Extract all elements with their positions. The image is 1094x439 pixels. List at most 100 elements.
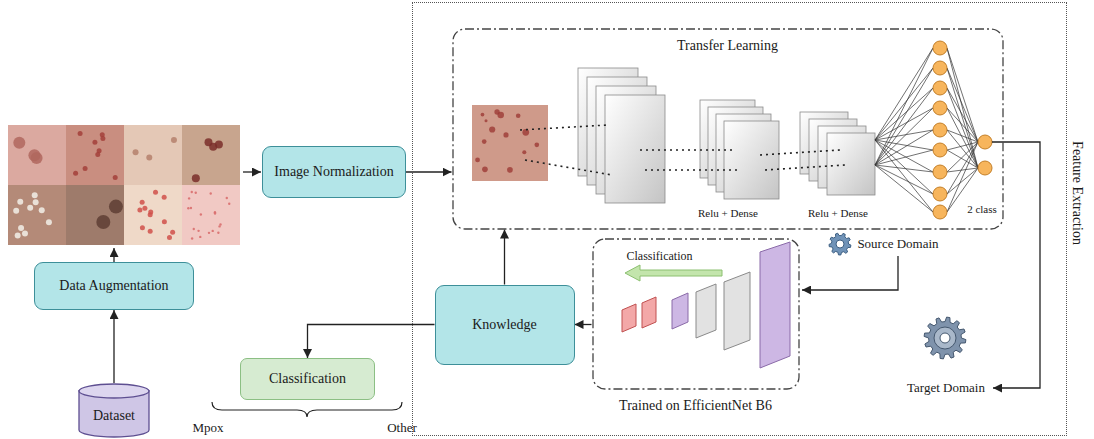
neuron-link — [875, 88, 933, 140]
lesion-spot — [171, 137, 177, 143]
illustration — [8, 41, 1040, 417]
gear-hole — [836, 240, 844, 248]
lesion-spot — [187, 207, 189, 209]
network-layer — [696, 284, 716, 338]
process-box: Data Augmentation — [34, 262, 194, 310]
neuron — [933, 41, 947, 55]
feature-map — [724, 121, 779, 199]
curly-brace — [212, 402, 402, 417]
lesion-spot — [199, 236, 201, 238]
neuron — [933, 123, 947, 137]
neuron-link — [947, 142, 978, 194]
lesion-spot — [516, 113, 521, 118]
storage-cylinder: Dataset — [78, 383, 150, 437]
direction-arrow — [625, 265, 722, 281]
lesion-spot — [148, 210, 153, 215]
skin-photo — [8, 185, 66, 245]
class-label: Other — [387, 420, 417, 436]
lesion-spot — [507, 167, 513, 173]
lesion-spot — [475, 158, 480, 163]
lesion-spot — [39, 207, 45, 213]
lesion-spot — [27, 205, 33, 211]
flow-connector — [504, 230, 505, 285]
node-text: Image Normalization — [274, 164, 393, 180]
dotted-link — [760, 150, 840, 155]
feature-map — [827, 133, 875, 195]
neuron — [933, 81, 947, 95]
dashdot-frame — [593, 239, 799, 389]
skin-photo — [182, 125, 240, 185]
domain-label: Target Domain — [907, 380, 985, 396]
lesion-spot — [17, 199, 23, 205]
network-layer — [760, 242, 790, 368]
network-layer — [672, 293, 688, 329]
lesion-spot — [15, 232, 21, 238]
lesion-spot — [100, 136, 105, 141]
lesion-spot — [217, 232, 219, 234]
node-text: Dataset — [93, 408, 135, 424]
lesion-spot — [18, 225, 24, 231]
lesion-spot — [208, 232, 210, 234]
neuron-link — [875, 88, 933, 165]
lesion-spot — [489, 126, 495, 132]
layer-label: Relu + Dense — [808, 207, 868, 219]
lesion-spot — [522, 150, 526, 154]
dotted-link — [640, 149, 735, 151]
lesion-spot — [167, 235, 172, 240]
neuron-link — [947, 108, 978, 168]
flow-connector — [308, 325, 435, 359]
lesion-spot — [113, 175, 118, 180]
neuron-link — [947, 88, 978, 142]
neuron-link — [947, 142, 978, 150]
lesion-spot — [226, 197, 228, 199]
node-text: Knowledge — [472, 317, 537, 333]
flow-arrow — [243, 171, 261, 172]
lesion-spot — [219, 223, 221, 225]
gear-icon — [829, 233, 851, 255]
lesion-spot — [170, 230, 175, 235]
skin-photo — [66, 125, 124, 185]
lesion-spot — [209, 143, 217, 151]
lesion-spot — [96, 215, 110, 229]
network-layer — [622, 304, 636, 332]
neuron-link — [875, 130, 933, 165]
flow-arrow — [802, 256, 898, 290]
node-text: Data Augmentation — [59, 278, 168, 294]
lesion-spot — [133, 149, 139, 155]
feature-map — [605, 95, 665, 203]
lesion-spot — [73, 171, 78, 176]
dashdot-frame — [453, 29, 1003, 229]
node-outline — [452, 28, 1004, 230]
lesion-spot — [162, 219, 167, 224]
skin-photo — [8, 125, 66, 185]
module-frame: Transfer Learning — [452, 28, 1004, 230]
lesion-spot — [503, 132, 508, 137]
lesion-spot — [13, 208, 19, 214]
module-title: Transfer Learning — [452, 28, 1004, 54]
lesion-spot — [22, 230, 28, 236]
lesion-spot — [482, 167, 488, 173]
output-neuron — [978, 161, 992, 175]
lesion-spot — [83, 166, 88, 171]
neuron-link — [947, 108, 978, 142]
lesion-spot — [46, 219, 52, 225]
output-neuron — [978, 135, 992, 149]
class-label: Mpox — [192, 420, 223, 436]
neuron-link — [947, 130, 978, 168]
lesion-spot — [197, 230, 199, 232]
lesion-spot — [153, 190, 158, 195]
lesion-spot — [195, 192, 197, 194]
neuron — [933, 61, 947, 75]
neuron-link — [875, 165, 933, 194]
skin-photo — [124, 125, 182, 185]
lesion-spot — [534, 143, 539, 148]
dotted-link — [520, 125, 608, 130]
lesion-spot — [142, 206, 147, 211]
region-frame: Feature ExtractionTransfer LearningClass… — [412, 2, 1067, 436]
gear-icon — [924, 317, 966, 359]
lesion-spot — [494, 109, 499, 114]
neuron — [933, 165, 947, 179]
module-caption: Trained on EfficientNet B6 — [619, 398, 772, 414]
